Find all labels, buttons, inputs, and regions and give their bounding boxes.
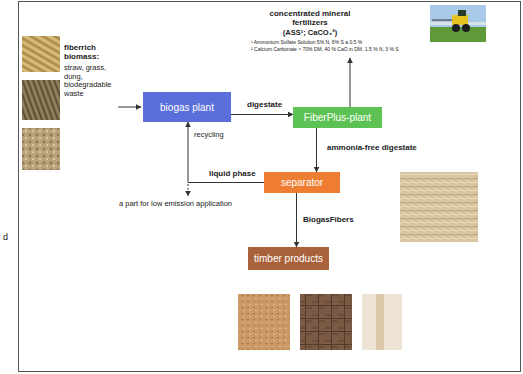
fiber-photo [400, 172, 478, 242]
box-text: biogas plant [160, 102, 214, 113]
tractor-photo [430, 5, 486, 42]
footnote: ¹ Ammonium Sulfate Solution 5% N, 6% S a… [250, 40, 363, 46]
dung-photo [22, 128, 60, 170]
flow-label: liquid phase [208, 169, 257, 178]
process-box: FiberPlus-plant [293, 107, 382, 128]
frame [19, 2, 521, 372]
input-arrow [118, 107, 141, 108]
flow-arrow [316, 128, 317, 172]
process-box: biogas plant [143, 92, 231, 122]
flow-note: recycling [193, 131, 225, 140]
box-text: FiberPlus-plant [304, 112, 371, 123]
box-text: timber products [254, 253, 323, 264]
input-heading: fiberrich biomass: [63, 43, 115, 61]
low-emission-arrow [188, 184, 189, 196]
chipboard-photo [238, 294, 290, 350]
output-formula: (ASS¹; CaCO₃²) [255, 29, 365, 38]
output-heading: concentrated mineral fertilizers [255, 9, 365, 27]
box-text: separator [281, 177, 323, 188]
grass-photo [22, 80, 60, 120]
flow-label: ammonia-free digestate [326, 143, 418, 152]
process-box: separator [264, 172, 340, 193]
input-list: straw, grass, dung, biodegradable waste [63, 64, 113, 99]
footnote: ² Calcium Carbonate > 70% DM, 40 % CaO i… [250, 47, 400, 53]
flow-arrow [231, 114, 293, 115]
flow-arrow [296, 193, 297, 247]
stray-letter: d [2, 232, 9, 242]
straw-photo [22, 36, 60, 72]
flow-arrow [188, 122, 264, 183]
fertilizer-arrow [350, 58, 351, 107]
flow-label: BiogasFibers [302, 215, 355, 224]
flow-label: digestate [246, 100, 283, 109]
deck-tile-photo [300, 294, 352, 350]
product-box: timber products [248, 247, 329, 270]
flow-note: a part for low emission application [118, 200, 233, 209]
wood-panel-photo [362, 294, 402, 350]
